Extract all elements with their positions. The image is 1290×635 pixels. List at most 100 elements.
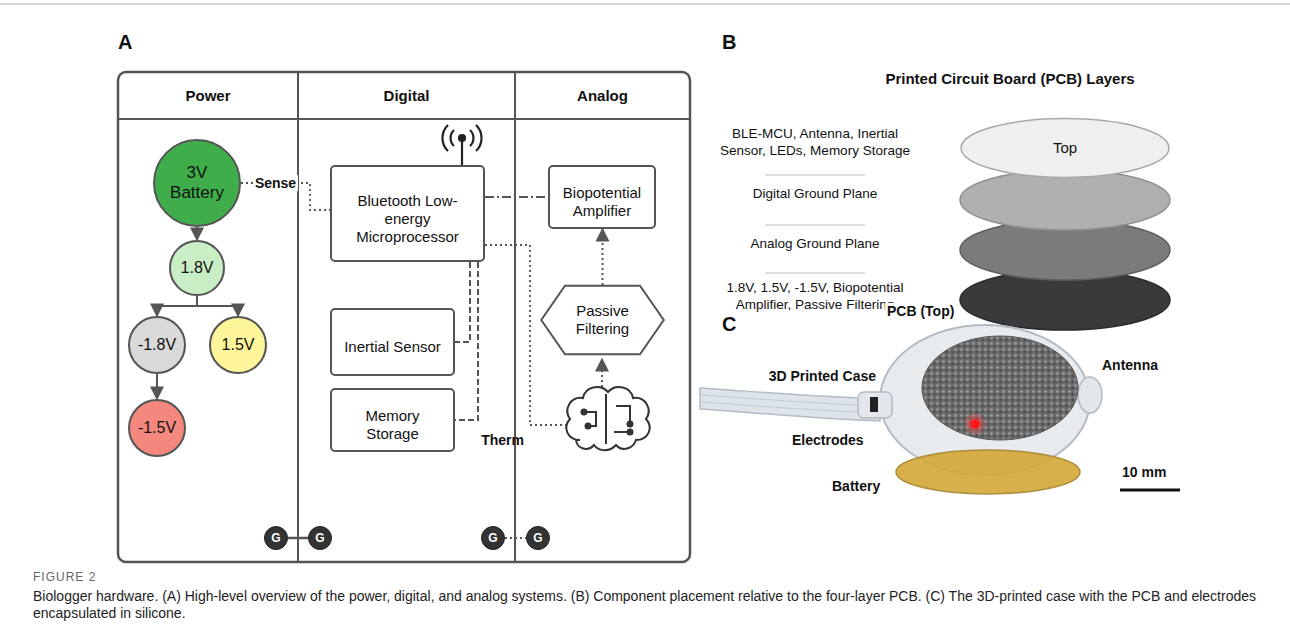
text-wrap: Top — [1053, 139, 1077, 157]
label-text: Electrodes — [790, 432, 866, 448]
label-text: Analog Ground Plane — [750, 236, 879, 251]
node-text: G — [271, 531, 280, 545]
connector — [455, 262, 478, 420]
connector — [288, 537, 308, 540]
voltage-rail-circle: 1.8V — [169, 240, 225, 296]
node-text: Top — [1053, 139, 1077, 157]
part-name: PCB (Top) — [885, 303, 985, 321]
antenna-symbol — [442, 125, 481, 165]
part-name: Antenna — [1100, 357, 1180, 375]
text-wrap: Bluetooth Low-energy Microprocessor — [338, 192, 477, 246]
brain-midline — [605, 394, 607, 444]
text-wrap: Memory Storage — [338, 407, 447, 443]
text-wrap: -1.5V — [138, 418, 176, 437]
node-text: -1.8V — [138, 335, 176, 354]
power-column: Power 3V Battery 1.8V -1.8V 1.5V -1.5V G — [118, 72, 298, 562]
figure-caption: Biologger hardware. (A) High-level overv… — [33, 588, 1258, 622]
node-text: G — [533, 531, 542, 545]
antenna-mast — [461, 141, 463, 165]
connector — [196, 227, 198, 240]
label-text: FIGURE 2 — [33, 570, 96, 584]
antenna-nub — [1078, 377, 1102, 413]
label-text: Antenna — [1100, 357, 1160, 373]
signal-name: Sense — [253, 175, 298, 191]
cable-wire — [700, 402, 880, 413]
label-text: Therm — [481, 432, 524, 448]
label-text: PCB (Top) — [885, 303, 956, 319]
node-text: Inertial Sensor — [344, 338, 441, 356]
label-text: Printed Circuit Board (PCB) Layers — [885, 70, 1134, 87]
voltage-rail-circle: 1.5V — [209, 316, 267, 374]
radio-wave — [451, 130, 454, 146]
signal-wire — [601, 359, 603, 387]
node-text: Biopotential Amplifier — [556, 184, 648, 220]
label-text: C — [722, 313, 736, 335]
microprocessor-box: Bluetooth Low-energy Microprocessor — [330, 165, 485, 262]
figure-number: FIGURE 2 — [33, 570, 233, 585]
text-wrap: G — [271, 531, 280, 545]
voltage-rail-circle: -1.8V — [128, 316, 186, 374]
column-header-row: Analog — [515, 72, 690, 119]
node-text: -1.5V — [138, 418, 176, 437]
layer-description: Digital Ground Plane — [712, 186, 918, 203]
radio-wave — [476, 125, 482, 151]
filter-hexagon: Passive Filtering — [540, 285, 665, 355]
panel-letter: C — [722, 312, 762, 337]
brain-outline — [566, 387, 649, 450]
label-text: 10 mm — [1122, 464, 1166, 480]
circuit-node — [586, 424, 591, 429]
column-divider — [297, 72, 299, 562]
connector — [602, 229, 604, 285]
text-wrap: Biopotential Amplifier — [556, 184, 648, 220]
node-text: 1.5V — [222, 335, 255, 354]
text-wrap: -1.8V — [138, 335, 176, 354]
panel-title: Printed Circuit Board (PCB) Layers — [810, 70, 1210, 89]
label-text: 1.8V, 1.5V, -1.5V, Biopotential Amplifie… — [726, 280, 903, 312]
circuit-node — [582, 410, 587, 415]
ground-symbol: G — [308, 526, 332, 550]
power-switch — [870, 397, 878, 412]
column-header: Power — [118, 72, 298, 119]
battery-cell — [896, 450, 1080, 494]
separator-line — [765, 273, 865, 274]
radio-wave — [442, 125, 448, 151]
text-wrap: Inertial Sensor — [344, 338, 441, 356]
text-wrap: 1.8V — [181, 258, 214, 277]
text-wrap: G — [533, 531, 542, 545]
red-led — [970, 419, 980, 429]
ground-symbol: G — [526, 526, 550, 550]
sensor-box: Inertial Sensor — [330, 308, 455, 376]
amplifier-box: Biopotential Amplifier — [548, 165, 656, 229]
connector — [157, 296, 197, 316]
column-header-row: Digital — [298, 72, 515, 119]
top-rule — [0, 3, 1290, 5]
ellipse-shape — [961, 119, 1169, 178]
scale-label: 10 mm — [1122, 464, 1192, 482]
scale-bar — [1120, 489, 1180, 492]
text-wrap: Passive Filtering — [564, 302, 642, 338]
brain-icon — [566, 387, 649, 450]
part-name: Battery — [830, 478, 892, 496]
node-text: Passive Filtering — [564, 302, 642, 338]
separator-line — [765, 175, 865, 176]
node-text: G — [488, 531, 497, 545]
column-header: Digital — [298, 72, 515, 119]
part-name: 3D Printed Case — [752, 368, 878, 386]
panel-frame — [118, 72, 690, 562]
label-text: B — [722, 31, 736, 53]
voltage-rail-circle: -1.5V — [128, 399, 186, 457]
text-wrap: 3V Battery — [162, 163, 233, 204]
panel-letter: A — [118, 30, 158, 55]
node-text: Bluetooth Low-energy Microprocessor — [338, 192, 477, 246]
node-text: G — [315, 531, 324, 545]
antenna-tip — [459, 135, 465, 141]
signal-name: Therm — [466, 432, 524, 450]
connector — [197, 296, 238, 316]
connector — [505, 537, 526, 539]
hexagon-shape — [541, 286, 664, 355]
led-glow — [965, 414, 985, 434]
radio-wave — [470, 130, 473, 146]
label-text: Battery — [830, 478, 882, 494]
ground-symbol: G — [264, 526, 288, 550]
separator-line — [765, 225, 865, 226]
